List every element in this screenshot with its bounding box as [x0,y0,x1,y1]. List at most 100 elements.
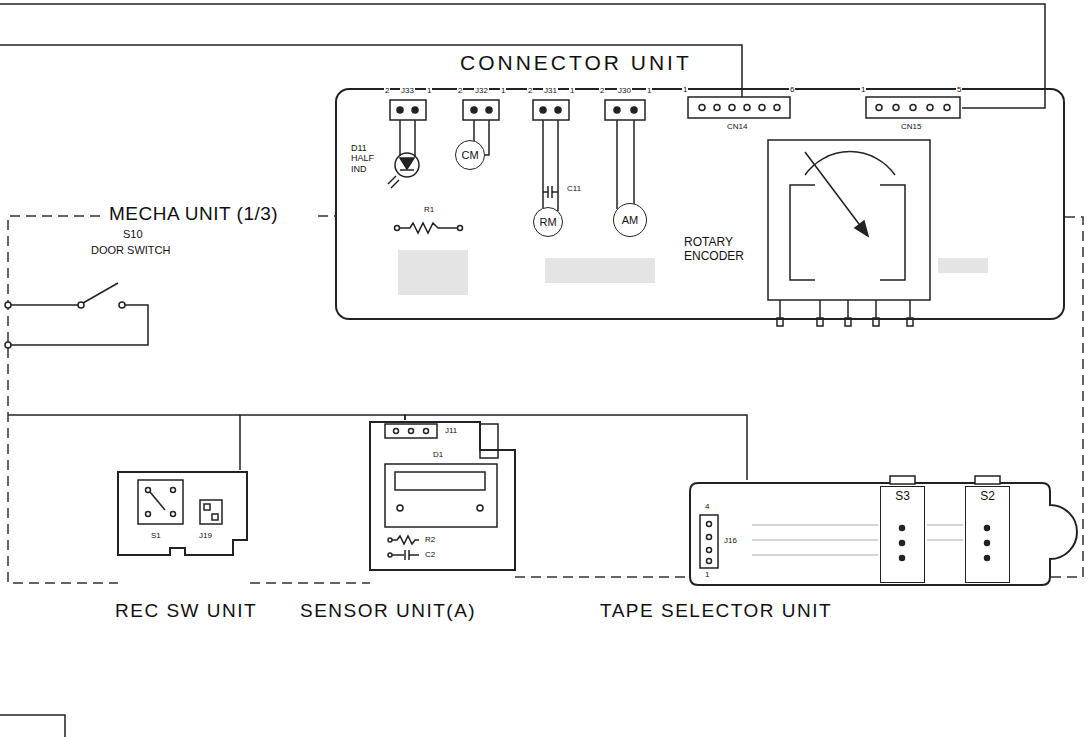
connector-symbol [876,105,882,111]
tape-selector-parts [707,548,712,553]
wire [473,120,475,141]
connector-symbol [688,97,790,118]
resistor-symbol [395,223,463,233]
tape-selector-parts [707,535,712,540]
tape-selector-parts [927,525,963,526]
unit-title: TAPE SELECTOR UNIT [600,600,832,622]
unit-title: CONNECTOR UNIT [460,51,692,75]
pin-number: 2 [599,86,605,95]
part-reference: C2 [424,550,436,559]
mechanism-boundary [8,216,118,583]
pin-number: 1 [500,86,506,95]
pcb-patch [545,258,655,283]
pin-number: 1 [426,86,432,95]
switch-component: S3 [880,486,925,583]
led-symbol [391,180,399,188]
tape-selector-parts [900,526,905,531]
connector-name: J11 [444,426,458,435]
connector-symbol [927,105,933,111]
part-reference: S10 [122,228,144,241]
part-reference: C11 [566,184,582,193]
motor-name: AM [622,214,639,227]
pin-number: 2 [457,86,463,95]
tape-selector-parts [900,541,905,546]
wire [474,120,634,211]
sensor-parts [394,429,399,434]
unit-title: REC SW UNIT [115,600,257,622]
tape-selector-parts [900,556,905,561]
tape-selector-parts [700,515,990,568]
sensor-parts [388,538,392,542]
connector-symbol [944,105,950,111]
tape-selector-parts [752,525,963,555]
connector-symbol [714,105,720,111]
switch-name: S3 [881,490,924,504]
motor-symbol: CM [455,140,485,170]
rotary-encoder-symbol [875,300,877,318]
pin-number: 1 [682,85,688,94]
wire [240,415,405,470]
led-symbol [400,169,414,171]
sensor-parts [397,505,403,511]
door-switch-symbol [119,302,125,308]
capacitor-symbol [552,191,558,193]
rec-switch-parts [204,504,210,510]
motor-name: CM [461,149,478,162]
rec-switch-parts [146,488,151,493]
rotary-encoder-symbol [768,140,930,326]
pin-number: 5 [956,85,962,94]
connector-symbol [397,107,403,113]
tape-selector-parts [927,540,963,541]
rotary-encoder-symbol [790,185,815,280]
capacitor-symbol [547,186,549,198]
connector-symbol [729,105,735,111]
sensor-parts [392,554,404,556]
led-symbol [414,120,416,157]
door-switch-symbol [5,342,11,348]
sensor-parts [409,554,419,556]
motor-name: RM [539,216,556,229]
circuit-board: TAPE SELECTOR UNIT S3 S2 [600,480,1080,625]
connector-name: J33 [400,86,415,95]
rec-switch-parts [150,492,165,510]
board-outline [690,483,1077,585]
door-switch-symbol [11,304,78,306]
capacitor-symbol [543,186,558,198]
wire [633,120,635,204]
connector-symbol [471,107,477,113]
rec-switch-parts [171,488,176,493]
led-symbol [400,158,414,169]
tape-selector-parts [985,556,990,561]
sensor-parts [477,505,483,511]
mechanism-boundary [1050,217,1083,577]
motor-symbol: RM [533,207,563,237]
switch-component: S2 [965,486,1010,583]
rotary-encoder-symbol [819,300,821,318]
sensor-parts [480,424,498,458]
tape-selector-parts [707,522,712,527]
door-switch-symbol [83,283,118,303]
unit-title: SENSOR UNIT(A) [300,600,476,622]
part-reference: R1 [423,205,435,214]
tape-selector-parts [752,555,878,556]
door-switch-symbol [11,305,148,345]
connector-symbol [699,105,705,111]
board-outline [370,422,515,570]
pcb-patch [398,250,468,295]
switch-tab [890,476,915,484]
connector-name: J32 [474,86,489,95]
mechanism-boundary [250,582,370,584]
rotary-encoder-symbol [880,185,905,280]
board-outline [300,420,520,620]
connector-symbol [866,97,960,118]
sensor-parts [404,550,406,560]
connector-symbol [390,100,426,120]
sensor-parts [392,536,419,544]
rec-switch-parts [200,500,222,524]
rec-switch-parts [146,512,151,517]
sensor-parts [388,553,392,557]
mechanism-boundary [8,216,1083,583]
part-name: D11 HALF IND [350,143,384,174]
pin-number: 1 [646,86,652,95]
